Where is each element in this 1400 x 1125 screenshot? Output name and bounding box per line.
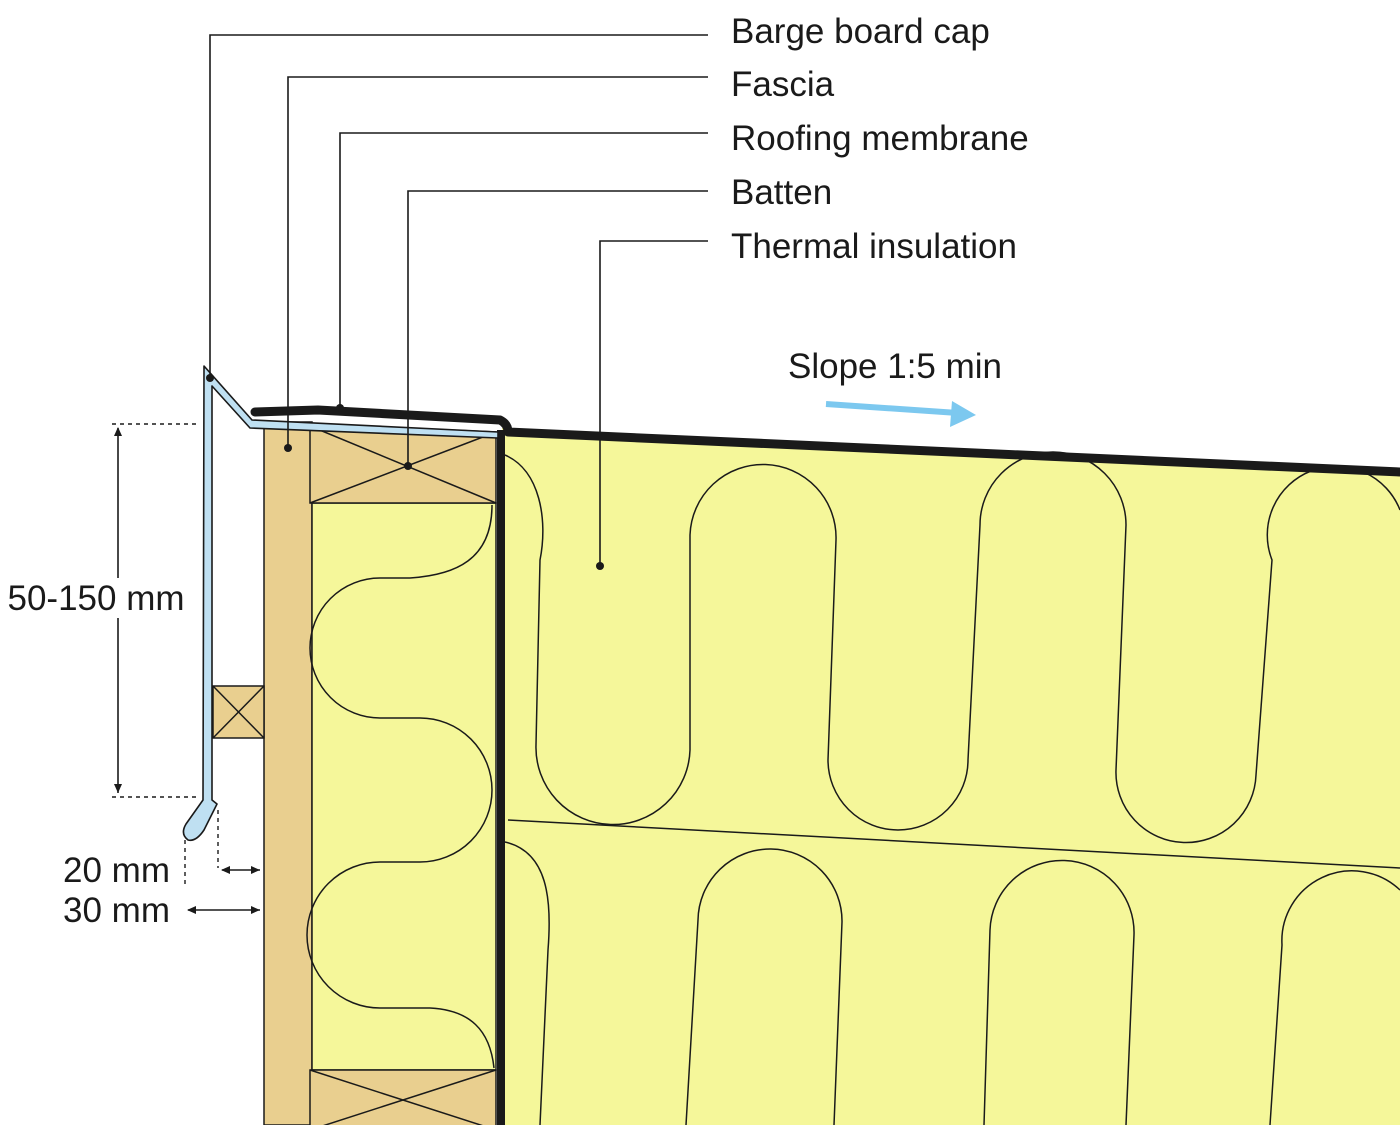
leader-lines bbox=[206, 34, 708, 570]
label-barge-board-cap: Barge board cap bbox=[731, 12, 990, 51]
barge-board-cap bbox=[182, 365, 499, 842]
label-slope: Slope 1:5 min bbox=[788, 347, 1002, 386]
slope-arrow bbox=[825, 401, 976, 427]
roofing-membrane bbox=[250, 405, 1400, 1125]
edge-insulation-strip bbox=[306, 502, 497, 1071]
label-batten: Batten bbox=[731, 173, 832, 212]
fascia-board bbox=[263, 421, 313, 1125]
dim-cap-height: 50-150 mm bbox=[7, 579, 184, 618]
dim-gap-min: 20 mm bbox=[63, 851, 170, 890]
spacer-block bbox=[212, 685, 265, 739]
thermal-insulation-main bbox=[502, 428, 1400, 1125]
label-fascia: Fascia bbox=[731, 65, 835, 104]
dimension-lines bbox=[112, 423, 260, 914]
label-thermal-insulation: Thermal insulation bbox=[731, 227, 1017, 266]
upper-batten bbox=[309, 423, 497, 504]
lower-batten bbox=[309, 1069, 497, 1125]
dim-gap-max: 30 mm bbox=[63, 891, 170, 930]
label-roofing-membrane: Roofing membrane bbox=[731, 119, 1029, 158]
